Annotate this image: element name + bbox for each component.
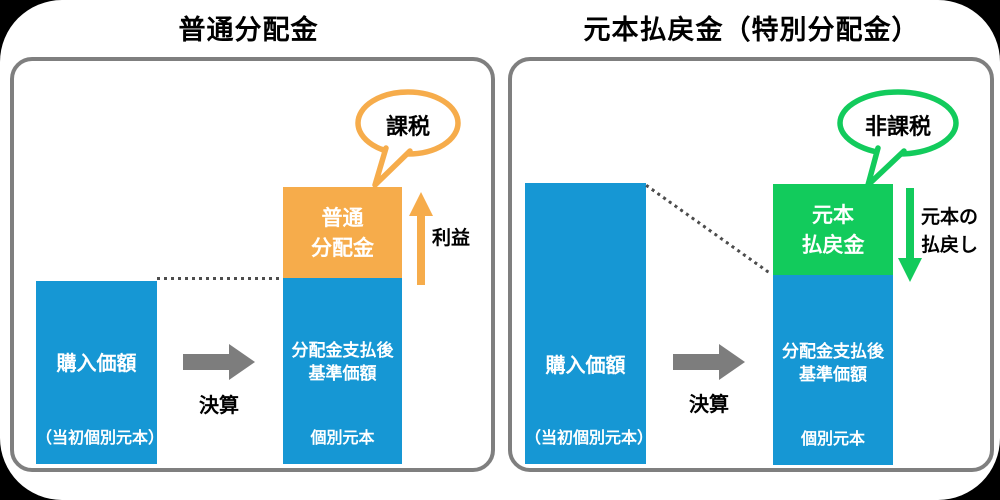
purchase-price-label: 購入価額	[56, 351, 137, 375]
left-panel-title: 普通分配金	[178, 15, 319, 46]
taxable-bubble-label: 課税	[385, 115, 430, 140]
individual-principal-label: 個別元本	[800, 429, 865, 448]
settlement-label: 決算	[199, 393, 239, 417]
purchase-price-label: 購入価額	[545, 353, 626, 377]
settlement-arrow-icon	[183, 344, 255, 380]
principal-refund-label: 元本の 払戻し	[921, 206, 979, 256]
ordinary-distribution-box: 普通 分配金	[283, 187, 402, 278]
taxable-bubble	[355, 89, 461, 188]
post-distribution-nav-label: 分配金支払後 基準価額	[782, 342, 884, 385]
profit-label: 利益	[431, 227, 470, 249]
dotted-level-line	[157, 277, 283, 280]
initial-principal-label: （当初個別元本）	[36, 428, 165, 447]
tax-exempt-bubble-label: 非課税	[864, 115, 931, 140]
right-panel-title: 元本払戻金（特別分配金）	[583, 15, 920, 46]
individual-principal-label: 個別元本	[310, 428, 375, 447]
purchase-price-bar: 購入価額 （当初個別元本）	[36, 281, 165, 464]
post-distribution-nav-bar: 分配金支払後 基準価額 個別元本	[283, 278, 402, 464]
post-distribution-nav-label: 分配金支払後 基準価額	[291, 341, 394, 384]
right-panel: 購入価額 （当初個別元本） 決算 分配金支払後 基準価額 個別元本 元本 払戻金	[508, 57, 994, 472]
tax-exempt-bubble	[837, 89, 959, 188]
principal-refund-arrow-icon	[898, 188, 922, 282]
purchase-price-bar: 購入価額 （当初個別元本）	[525, 183, 654, 464]
left-panel: 購入価額 （当初個別元本） 決算 分配金支払後 基準価額 個別元本 普通 分配金…	[10, 57, 495, 472]
settlement-arrow-icon	[673, 344, 745, 380]
dotted-decline-line	[645, 184, 771, 275]
post-distribution-nav-bar: 分配金支払後 基準価額 個別元本	[773, 275, 893, 465]
settlement-label: 決算	[689, 392, 729, 416]
initial-principal-label: （当初個別元本）	[525, 428, 654, 447]
profit-arrow-icon	[409, 192, 433, 285]
principal-refund-box: 元本 払戻金	[773, 184, 893, 275]
